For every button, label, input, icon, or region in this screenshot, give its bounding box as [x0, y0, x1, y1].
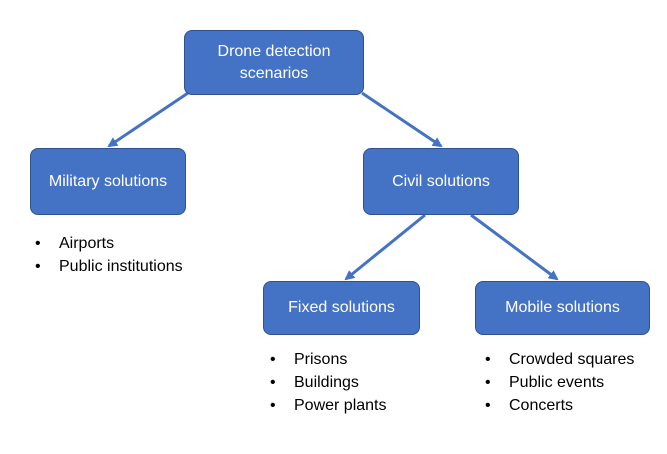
node-label: Military solutions: [48, 172, 168, 190]
node-fixed-solutions: Fixed solutions: [263, 281, 420, 335]
list-item: Public events: [485, 371, 634, 394]
list-item: Crowded squares: [485, 348, 634, 371]
list-item: Airports: [35, 232, 183, 255]
list-item: Concerts: [485, 394, 634, 417]
list-item: Power plants: [270, 394, 387, 417]
node-military-solutions: Military solutions: [30, 148, 186, 215]
node-label: Drone detection scenarios: [217, 42, 331, 82]
list-item: Public institutions: [35, 255, 183, 278]
arrow-root-to-military: [107, 91, 189, 148]
list-item: Prisons: [270, 348, 387, 371]
arrow-civil-to-fixed: [344, 213, 426, 281]
fixed-examples-list: Prisons Buildings Power plants: [270, 348, 387, 417]
mobile-examples-list: Crowded squares Public events Concerts: [485, 348, 634, 417]
node-civil-solutions: Civil solutions: [363, 148, 519, 215]
list-item: Buildings: [270, 371, 387, 394]
node-label: Fixed solutions: [288, 299, 395, 316]
node-label: Civil solutions: [392, 172, 490, 190]
node-drone-detection-scenarios: Drone detection scenarios: [184, 30, 364, 95]
arrow-root-to-civil: [361, 91, 443, 148]
node-label: Mobile solutions: [505, 299, 620, 316]
node-mobile-solutions: Mobile solutions: [475, 281, 650, 335]
military-examples-list: Airports Public institutions: [35, 232, 183, 278]
arrow-civil-to-mobile: [470, 213, 559, 281]
